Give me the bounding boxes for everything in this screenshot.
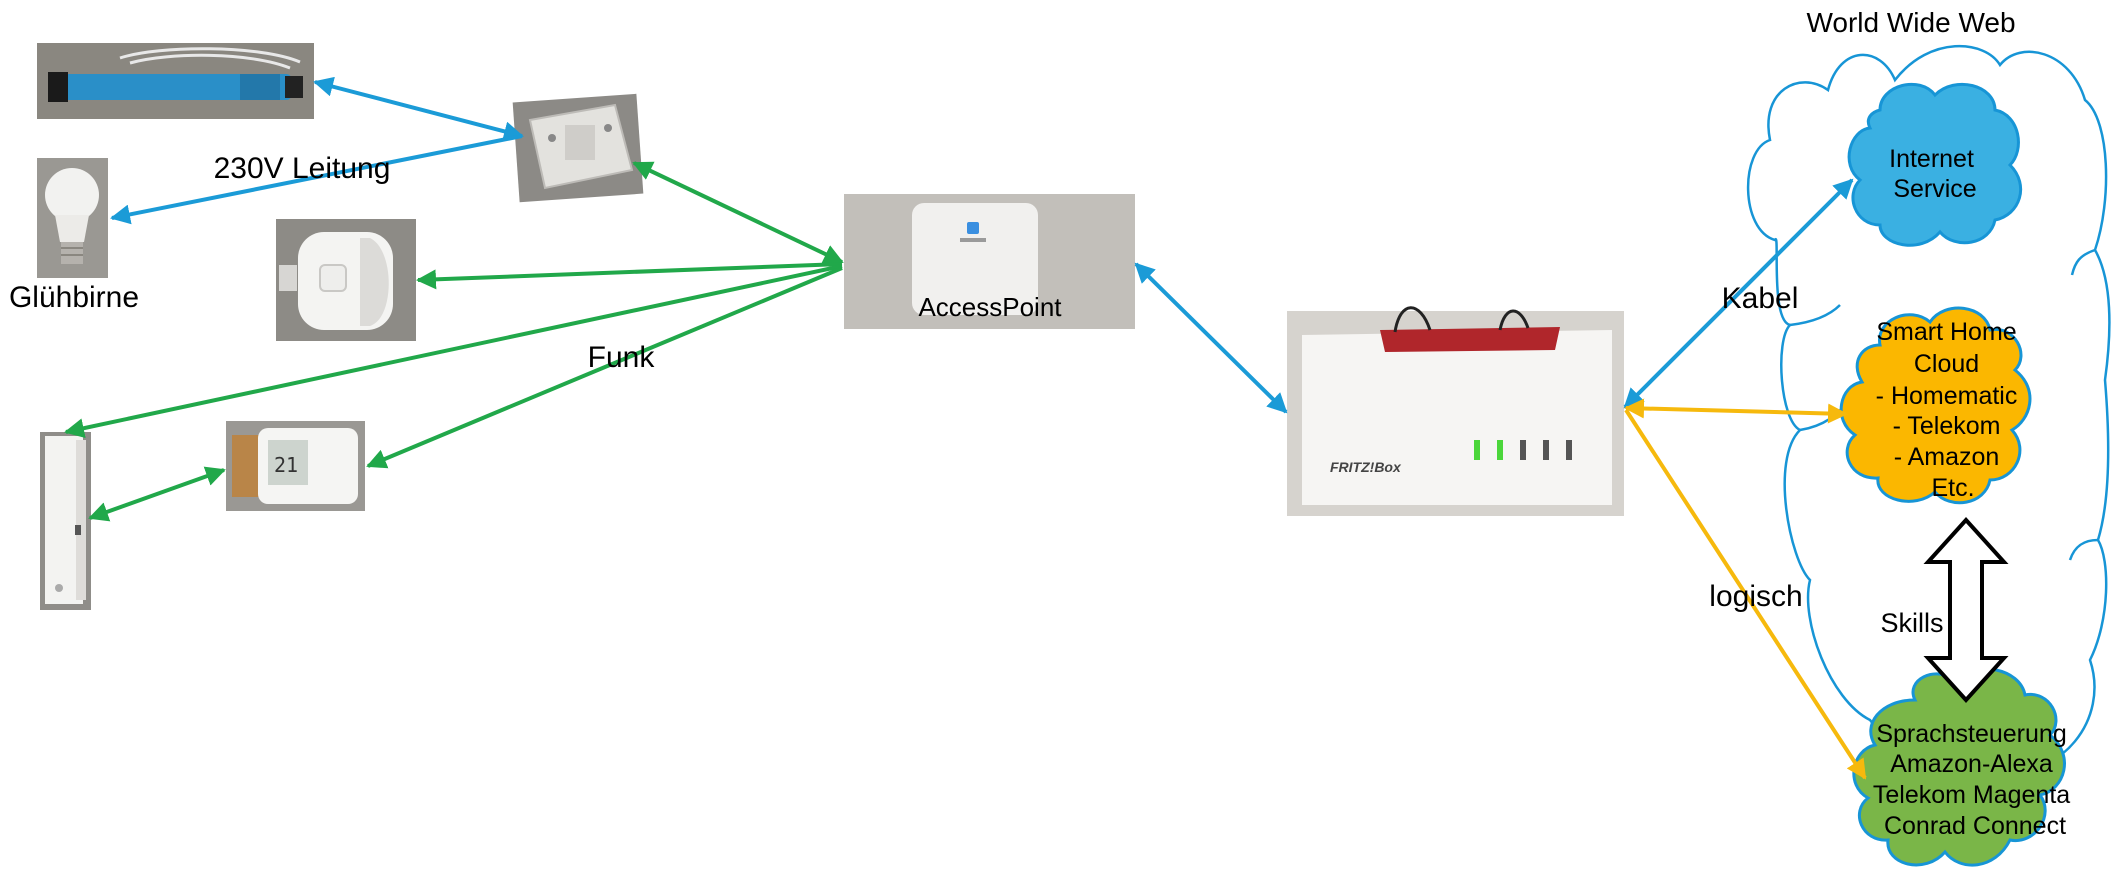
internet-cloud-line-2: Service [1893, 175, 1976, 203]
link-ap-thermostat [366, 266, 843, 469]
window-contact-photo [40, 432, 91, 610]
svg-text:Internet Service: Internet Service [1889, 145, 1981, 203]
light-bulb-photo [37, 158, 108, 278]
link-router-smart-home [1624, 398, 1848, 424]
smart-home-line-2: Cloud [1914, 350, 1979, 378]
leitung-label: 230V Leitung [214, 152, 391, 185]
voice-line-1: Sprachsteuerung [1876, 720, 2066, 748]
svg-text:21: 21 [274, 453, 298, 477]
voice-line-2: Amazon-Alexa [1890, 750, 2053, 778]
logisch-label: logisch [1709, 580, 1802, 613]
internet-service-cloud: Internet Service [1847, 82, 2023, 247]
smart-plug-photo [276, 219, 416, 341]
smart-home-cloud: Smart Home Cloud - Homematic - Telekom -… [1839, 306, 2032, 505]
link-ap-plug [416, 262, 843, 290]
skills-double-arrow [1923, 517, 2009, 703]
roller-shutter-motor-photo [37, 43, 314, 119]
link-window-thermostat [88, 466, 226, 522]
link-motor-actuator [313, 76, 524, 142]
smart-home-line-1: Smart Home [1876, 318, 2016, 346]
fritzbox-brand-text: FRITZ!Box [1330, 459, 1402, 475]
link-ap-window-contact [64, 264, 843, 439]
skills-label: Skills [1880, 608, 1943, 638]
world-wide-web-label: World Wide Web [1806, 7, 2015, 38]
link-ap-router [1134, 262, 1288, 414]
link-actuator-bulb [110, 134, 523, 225]
svg-text:Sprachsteuerung Amazon-A: Sprachsteuerung Amazon-Alexa Telekom Mag… [1873, 720, 2077, 840]
link-ap-actuator [632, 161, 844, 264]
smart-home-line-6: Etc. [1931, 474, 1974, 502]
access-point-photo [844, 194, 1135, 329]
gluehbirne-label: Glühbirne [9, 281, 139, 314]
funk-label: Funk [588, 341, 656, 374]
voice-control-cloud: Sprachsteuerung Amazon-Alexa Telekom Mag… [1852, 667, 2077, 867]
flush-mount-actuator-photo [512, 93, 644, 203]
link-router-voice [1624, 408, 1867, 780]
radiator-thermostat-photo: 21 [226, 421, 365, 511]
access-point-label: AccessPoint [918, 292, 1062, 322]
smart-home-line-3: - Homematic [1876, 382, 2018, 410]
kabel-label: Kabel [1722, 282, 1799, 315]
smart-home-line-4: - Telekom [1893, 412, 2001, 440]
svg-text:Smart Home Cloud -: Smart Home Cloud - Homematic - Telekom -… [1876, 318, 2025, 502]
fritzbox-router-photo: FRITZ!Box [1287, 306, 1624, 516]
link-router-internet [1623, 178, 1854, 409]
voice-line-4: Conrad Connect [1884, 812, 2066, 840]
voice-line-3: Telekom Magenta [1873, 781, 2070, 809]
internet-cloud-line-1: Internet [1889, 145, 1974, 173]
smart-home-line-5: - Amazon [1894, 443, 2000, 471]
